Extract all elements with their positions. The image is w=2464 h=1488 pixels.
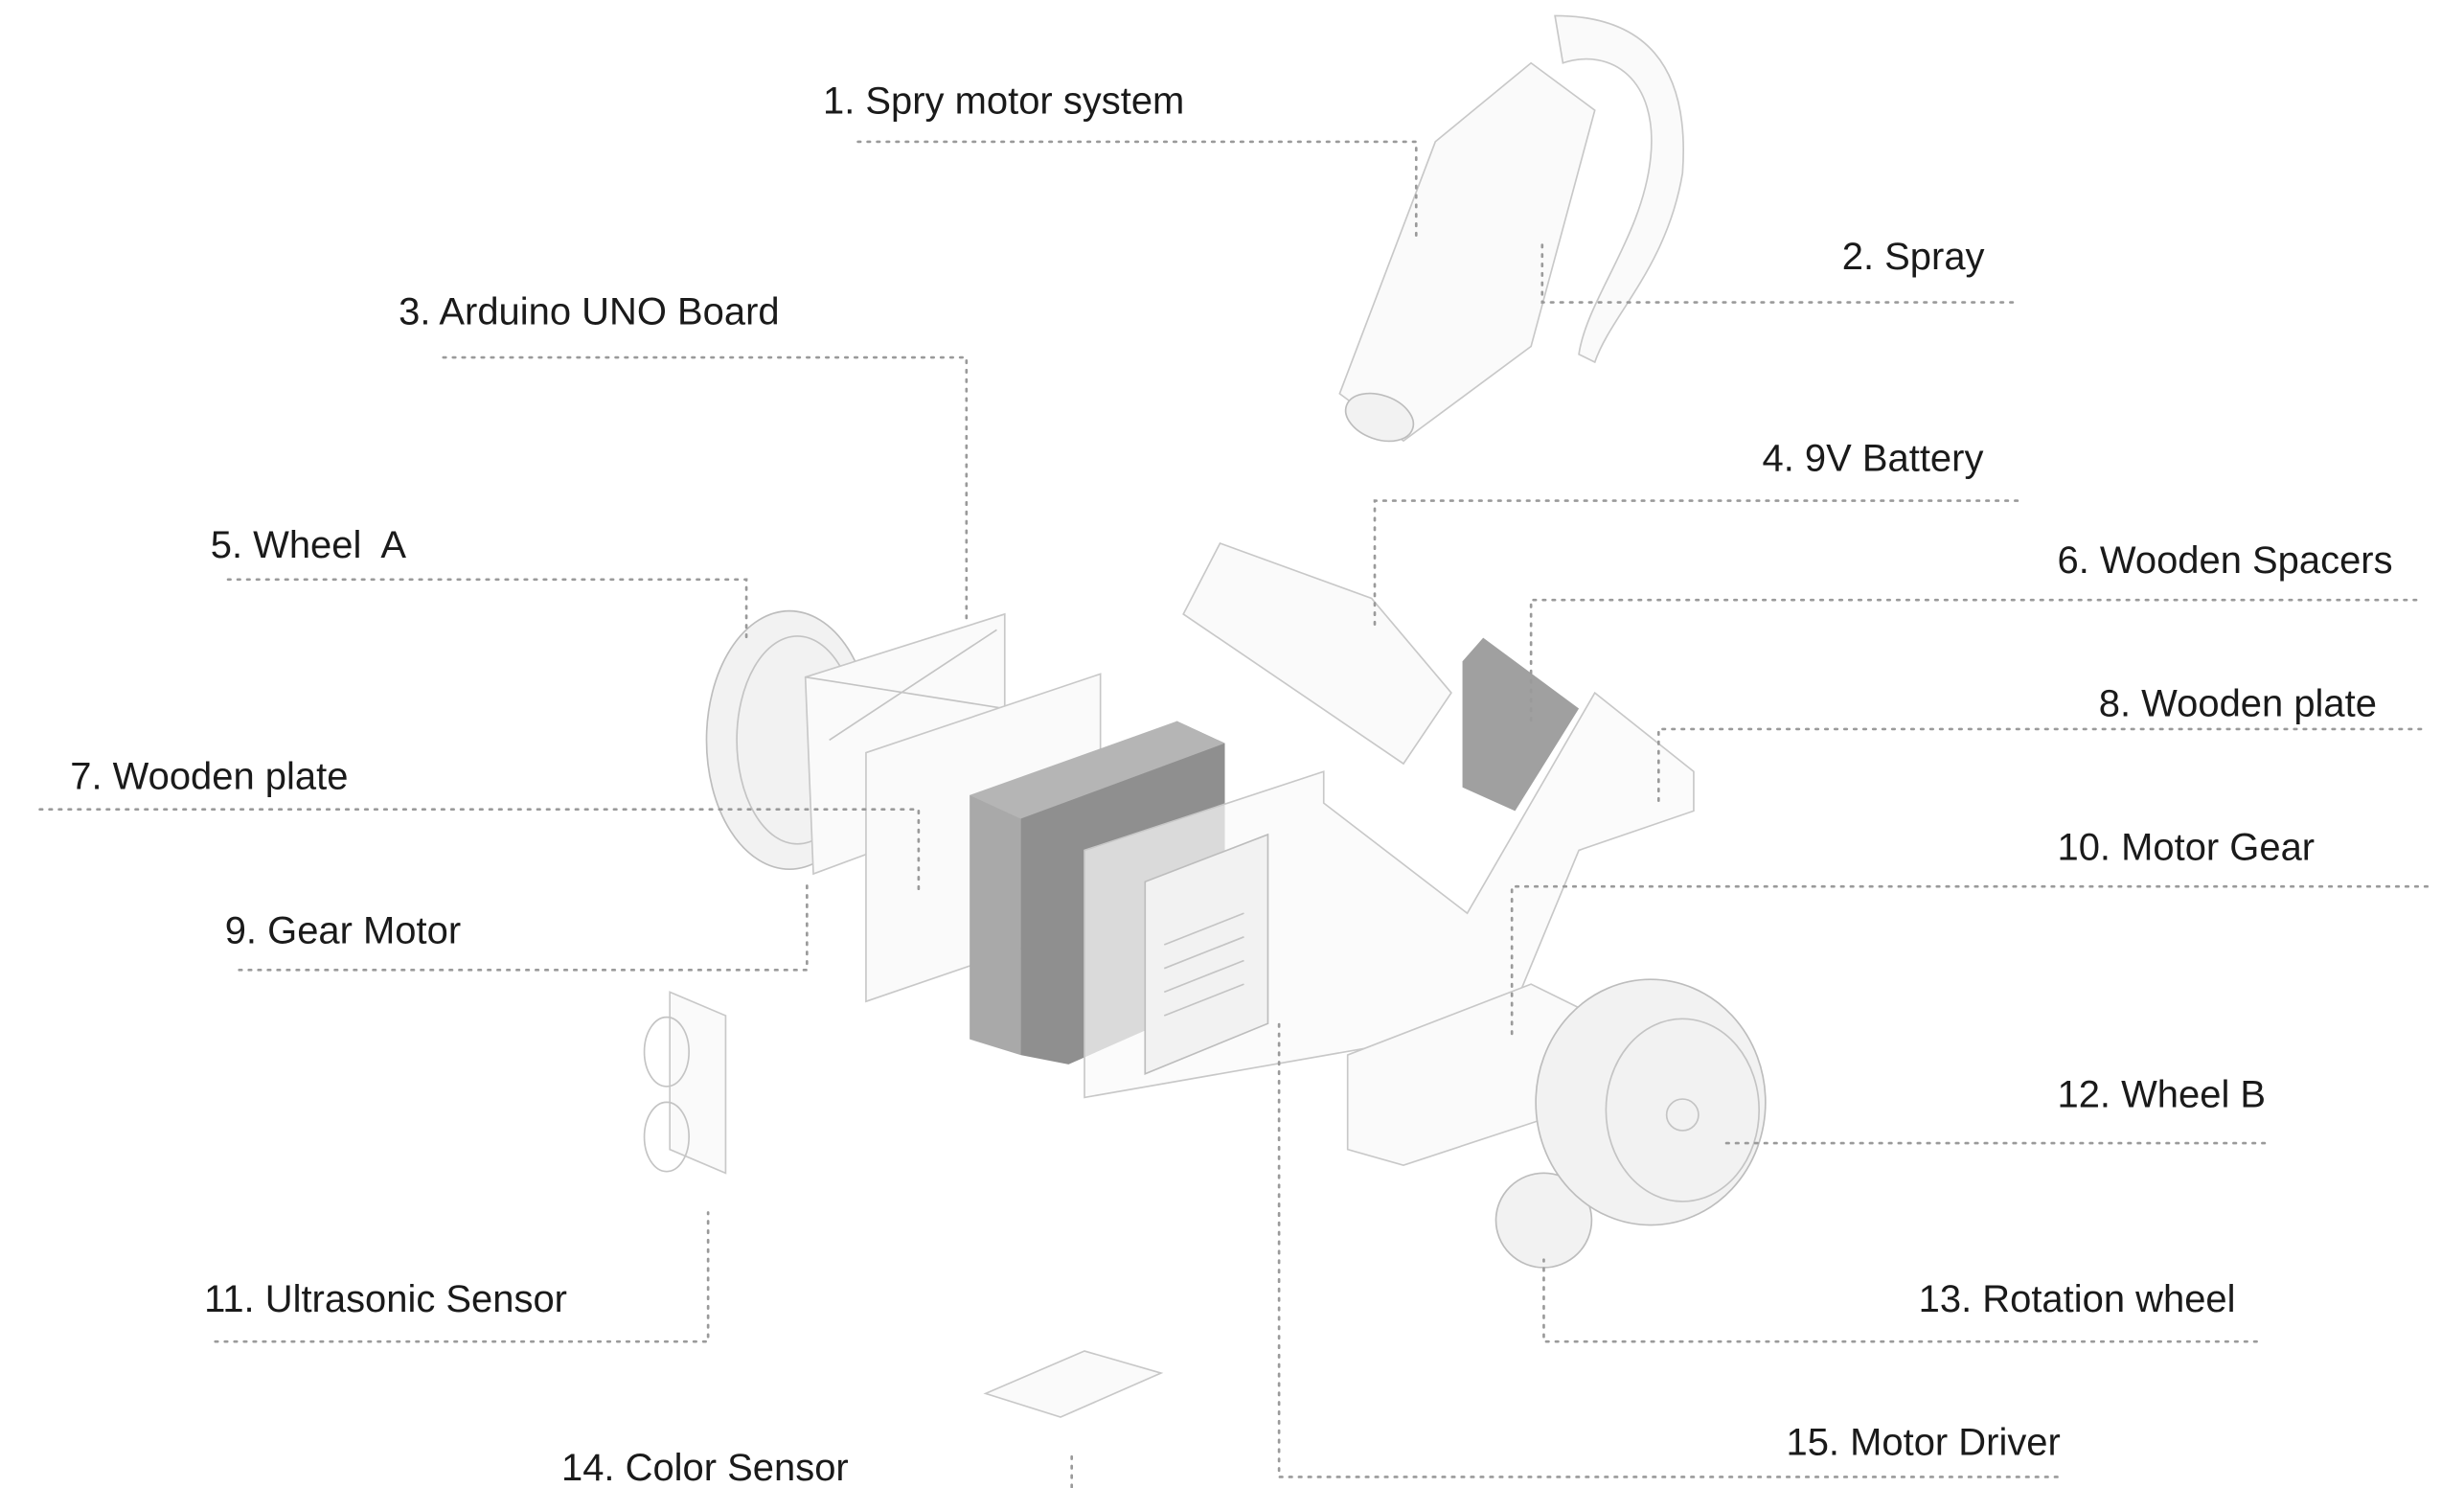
wooden-spacer-drawing <box>1182 541 1580 812</box>
wheel-b-assembly-drawing <box>1346 978 1767 1269</box>
label-rotation-wheel: 13. Rotation wheel <box>1919 1278 2236 1320</box>
leader-lines <box>38 140 2430 1488</box>
battery-front <box>970 794 1021 1056</box>
label-motor-driver: 15. Motor Driver <box>1786 1422 2060 1464</box>
label-ultrasonic-sensor: 11. Ultrasonic Sensor <box>204 1278 567 1320</box>
label-wheel-b: 12. Wheel B <box>2057 1074 2266 1116</box>
spray-bottle-drawing <box>1338 14 1684 443</box>
label-wooden-spacers: 6. Wooden Spacers <box>2057 539 2392 582</box>
label-spry-motor-system: 1. Spry motor system <box>823 80 1184 123</box>
label-motor-gear: 10. Motor Gear <box>2057 827 2315 869</box>
label-arduino-uno-board: 3. Arduino UNO Board <box>399 291 779 333</box>
label-wooden-plate-7: 7. Wooden plate <box>70 756 348 798</box>
label-gear-motor: 9. Gear Motor <box>225 910 461 952</box>
label-spray: 2. Spray <box>1842 236 1985 278</box>
motor-driver-drawing <box>1144 833 1269 1076</box>
label-color-sensor: 14. Color Sensor <box>561 1447 849 1488</box>
label-wooden-plate-8: 8. Wooden plate <box>2099 683 2377 725</box>
label-wheel-a: 5. Wheel A <box>211 524 407 566</box>
ultrasonic-sensor-drawing <box>643 991 727 1175</box>
color-sensor-drawing <box>983 1350 1164 1418</box>
label-9v-battery: 4. 9V Battery <box>1763 438 1984 480</box>
